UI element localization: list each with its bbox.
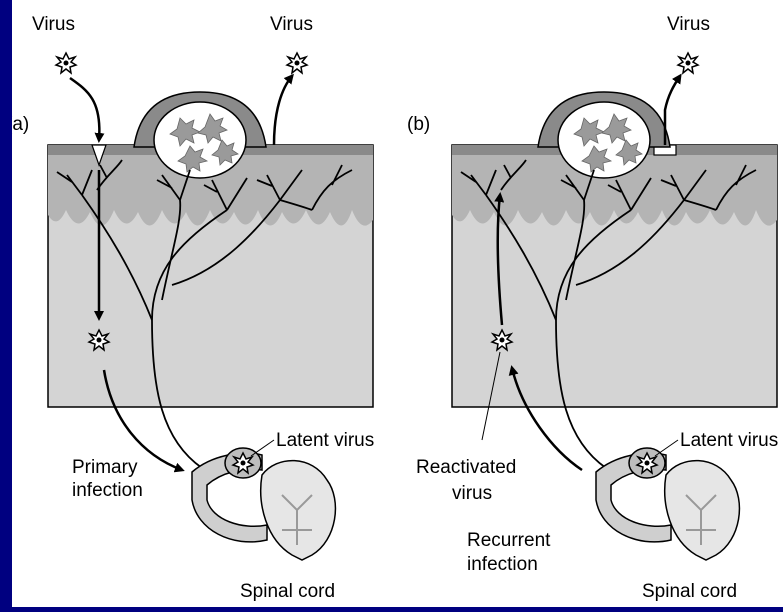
panel-a-label: (a) — [12, 114, 29, 135]
panel-b-recurrent-line1: Recurrent — [467, 530, 551, 551]
panel-b-spinal-label: Spinal cord — [642, 581, 737, 602]
panel-a-virus-out-label: Virus — [270, 14, 313, 35]
panel-a-virus-in-label: Virus — [32, 14, 75, 35]
panel-b-reactivated-line2: virus — [452, 483, 492, 504]
panel-a-primary-line1: Primary — [72, 457, 138, 478]
vesicle — [558, 102, 650, 178]
ganglion-and-spinal-cord — [192, 448, 335, 560]
panel-b-label: (b) — [407, 114, 430, 135]
virus-particle-icon — [287, 53, 307, 73]
panel-b-latent-label: Latent virus — [680, 430, 778, 451]
panel-b-virus-out-label: Virus — [667, 14, 710, 35]
panel-b-reactivated-line1: Reactivated — [416, 457, 516, 478]
ganglion-and-spinal-cord — [596, 448, 739, 560]
panel-b-recurrent-line2: infection — [467, 554, 538, 575]
panel-a-latent-label: Latent virus — [276, 430, 374, 451]
diagram-canvas: (a) Virus Virus — [12, 0, 783, 607]
herpes-latency-diagram: (a) Virus Virus — [12, 0, 783, 607]
panel-a-spinal-label: Spinal cord — [240, 581, 335, 602]
virus-particle-icon — [56, 53, 76, 73]
panel-a: (a) Virus Virus — [12, 14, 374, 602]
virus-particle-icon — [678, 53, 698, 73]
panel-a-primary-line2: infection — [72, 480, 143, 501]
panel-b: (b) Virus — [407, 14, 778, 602]
vesicle — [154, 102, 246, 178]
